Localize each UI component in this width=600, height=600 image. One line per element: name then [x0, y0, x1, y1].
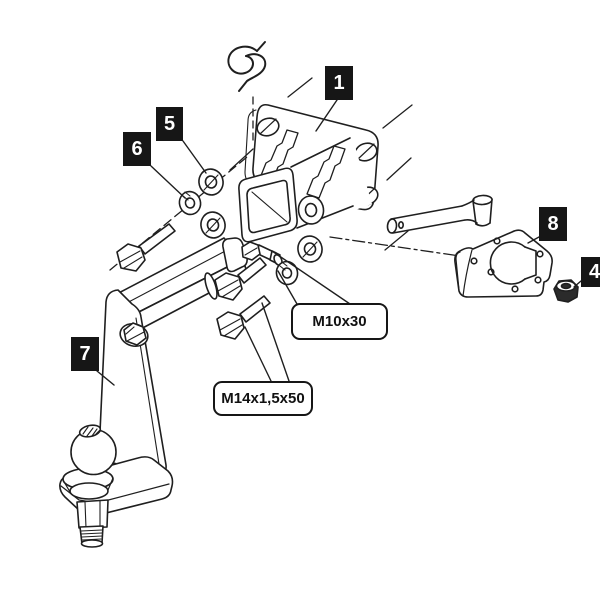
- hex-bolt-2: [204, 257, 267, 301]
- m10-bolt: [241, 241, 283, 266]
- part-label-7: 7: [71, 337, 99, 371]
- hex-bolt-1: [116, 223, 176, 272]
- part-label-8: 8: [539, 207, 567, 241]
- washer-set-upper: [178, 168, 226, 239]
- part-label-4: 4: [581, 257, 600, 287]
- part-label-6: 6: [123, 132, 151, 166]
- callout-m14x1-5x50: M14x1,5x50: [213, 381, 313, 416]
- part-label-1: 1: [325, 66, 353, 100]
- socket-plate-drawing: [454, 229, 553, 298]
- part-label-5: 5: [156, 107, 183, 141]
- r-clip-drawing: [227, 41, 267, 92]
- receiver-crossmember-drawing: [238, 103, 379, 243]
- flange-nut-drawing: [553, 279, 579, 303]
- leader-lines: [96, 99, 582, 386]
- hitch-pin-drawing: [386, 194, 493, 234]
- callout-m10x30: M10x30: [291, 303, 388, 340]
- hex-bolt-3: [216, 295, 271, 340]
- ball-mount-drawing: [59, 237, 248, 548]
